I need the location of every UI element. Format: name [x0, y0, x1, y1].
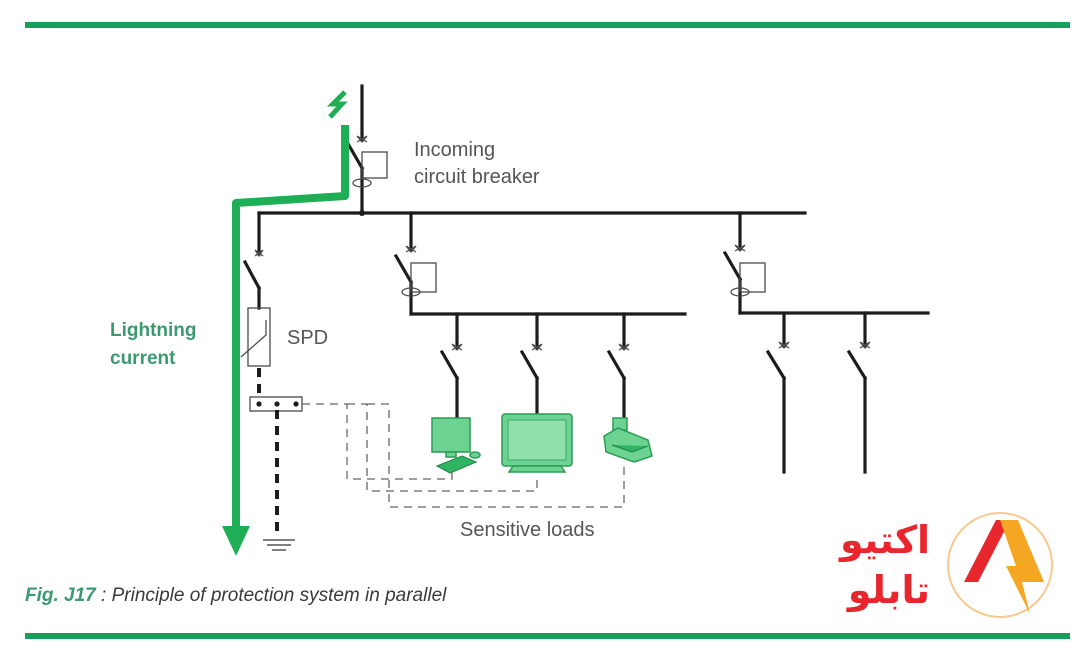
feeder-5 — [846, 311, 871, 474]
load-feeder-2 — [519, 312, 543, 416]
bottom-rule — [25, 633, 1070, 639]
incoming-breaker-label-1: Incoming — [414, 139, 495, 161]
feeder-4 — [765, 311, 790, 474]
computer-icon — [431, 417, 481, 474]
figure-caption: Fig. J17 : Principle of protection syste… — [25, 585, 446, 607]
junction — [359, 210, 365, 216]
spd-symbol — [247, 307, 271, 367]
spd-branch — [240, 211, 303, 551]
distribution-breaker-1 — [393, 211, 687, 316]
incoming-circuit-breaker — [344, 84, 388, 215]
lightning-bolt-icon — [326, 90, 348, 119]
spd-label: SPD — [287, 327, 328, 349]
incoming-breaker-label-2: circuit breaker — [414, 166, 540, 188]
equipotential-bonding — [302, 403, 625, 508]
lightning-label-2: current — [110, 348, 176, 369]
lightning-label-1: Lightning — [110, 320, 197, 341]
printer-icon — [603, 417, 653, 463]
arrow-down-icon — [222, 526, 250, 556]
monitor-icon — [501, 413, 573, 473]
caption-separator: : — [95, 585, 112, 606]
logo-text-line2: تابلو — [846, 568, 930, 612]
logo-text-line1: اکتیو — [838, 518, 930, 562]
distribution-breaker-2 — [722, 211, 930, 315]
brand-logo: اکتیو تابلو — [838, 512, 1053, 618]
figure-ref: Fig. J17 — [25, 585, 96, 606]
sensitive-loads-label: Sensitive loads — [460, 519, 595, 541]
caption-text: Principle of protection system in parall… — [111, 585, 447, 606]
top-rule — [25, 22, 1070, 28]
load-feeder-3 — [606, 312, 630, 422]
lightning-current-path — [222, 90, 349, 556]
load-feeder-1 — [439, 312, 463, 420]
lightning-a-icon — [964, 520, 1044, 614]
